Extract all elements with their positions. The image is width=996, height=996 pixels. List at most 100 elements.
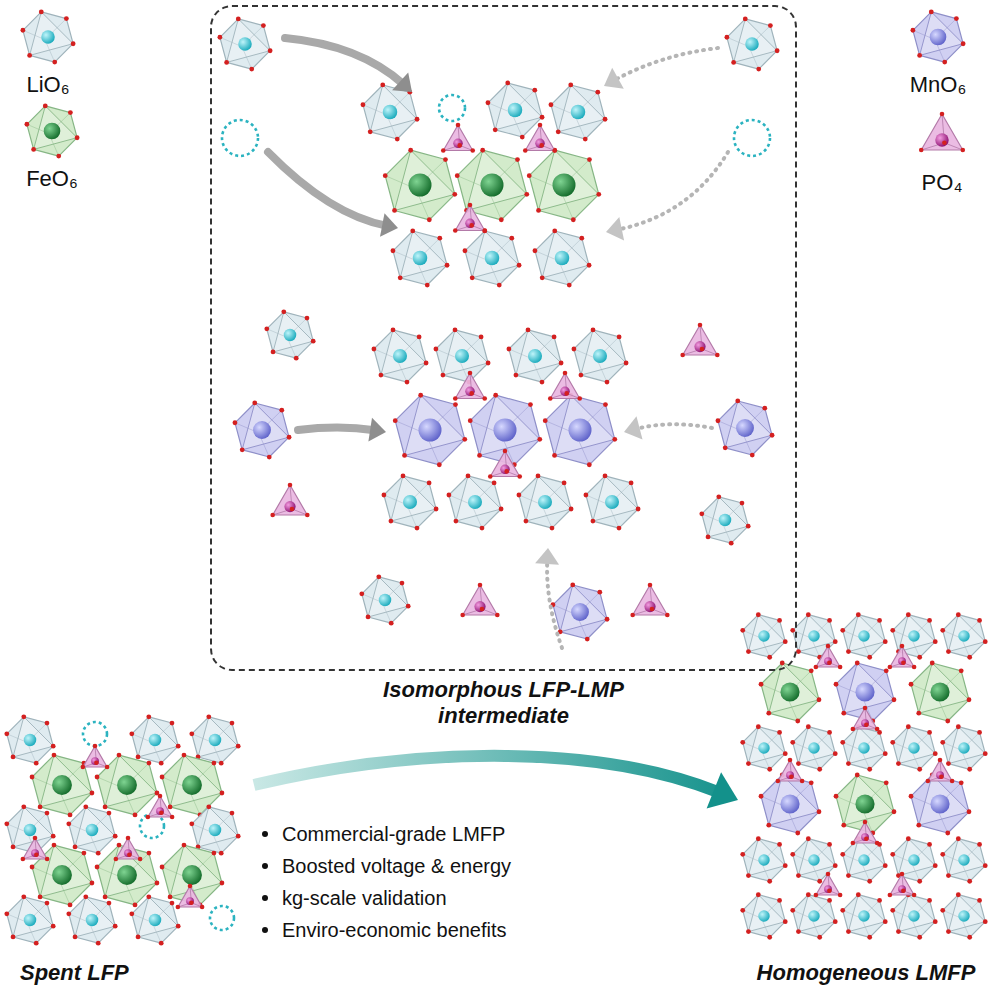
po4-tetrahedron	[81, 744, 110, 770]
oxygen-atom	[492, 481, 497, 486]
oxygen-atom	[400, 581, 405, 586]
octahedron-front	[898, 615, 935, 652]
oxygen-atom	[890, 908, 895, 913]
octahedron-front	[273, 312, 313, 352]
metal-atom	[758, 910, 769, 921]
li-octahedron	[840, 724, 887, 771]
metal-atom	[485, 251, 500, 266]
oxygen-atom	[453, 328, 458, 333]
metal-atom	[858, 742, 869, 753]
oxygen-atom	[933, 751, 938, 756]
metal-atom	[86, 914, 98, 926]
oxygen-atom	[927, 842, 932, 847]
octahedron-front	[920, 12, 964, 56]
oxygen-atom	[783, 919, 788, 924]
tetrahedron-face	[23, 838, 47, 859]
oxygen-atom	[468, 371, 473, 376]
octahedron-face	[374, 330, 426, 382]
oxygen-atom	[945, 719, 950, 724]
oxygen-atom	[34, 761, 39, 766]
oxygen-atom	[45, 901, 50, 906]
oxygen-atom	[838, 893, 843, 898]
oxygen-atom	[182, 753, 187, 758]
octahedron-front	[848, 839, 885, 876]
li-octahedron	[740, 836, 787, 883]
oxygen-atom	[230, 811, 235, 816]
oxygen-atom	[105, 765, 110, 770]
octahedron-front	[391, 476, 436, 521]
oxygen-atom	[456, 123, 461, 128]
tetrahedron-face	[633, 585, 668, 615]
octahedron-front	[734, 19, 778, 63]
mn-octahedron	[716, 399, 775, 458]
li-octahedron	[890, 612, 937, 659]
oxygen-atom	[212, 851, 217, 856]
oxygen-atom	[445, 263, 450, 268]
oxygen-atom	[800, 779, 805, 784]
oxygen-atom	[945, 831, 950, 836]
octahedron-front	[560, 585, 607, 632]
octahedron-front	[898, 839, 935, 876]
structure-label: Homogeneous LMFP	[738, 960, 994, 986]
li-octahedron	[486, 81, 545, 140]
oxygen-atom	[463, 248, 468, 253]
octahedron-front	[948, 615, 985, 652]
oxygen-atom	[579, 373, 584, 378]
oxygen-atom	[595, 90, 600, 95]
oxygen-atom	[605, 617, 610, 622]
oxygen-atom	[95, 865, 100, 870]
oxygen-atom	[762, 406, 767, 411]
octahedron-front	[844, 775, 894, 825]
metal-atom	[455, 349, 469, 363]
dashed-group-box: Isomorphous LFP-LMP intermediate	[210, 5, 797, 730]
oxygen-atom	[146, 894, 151, 899]
octahedron-front	[844, 663, 894, 713]
octahedron-front	[558, 85, 605, 132]
oxygen-atom	[287, 435, 292, 440]
metal-atom	[44, 123, 61, 140]
bullet-dot	[262, 895, 268, 901]
metal-atom	[182, 865, 202, 885]
octahedron-face	[553, 585, 607, 639]
li-vacancy	[83, 722, 107, 746]
oxygen-atom	[133, 903, 138, 908]
octahedron-front	[138, 717, 178, 757]
flow-arrow	[285, 38, 412, 92]
metal-atom	[745, 37, 759, 51]
metal-atom	[149, 914, 161, 926]
oxygen-atom	[424, 361, 429, 366]
arrow-head	[392, 72, 412, 92]
oxygen-atom	[917, 767, 922, 772]
metal-atom	[182, 775, 202, 795]
oxygen-atom	[629, 481, 634, 486]
oxygen-atom	[740, 740, 745, 745]
octahedron-front	[456, 476, 501, 521]
bullet-item: Enviro-economic benefits	[262, 918, 507, 942]
arrow-head	[380, 213, 398, 237]
oxygen-atom	[536, 208, 541, 213]
oxygen-atom	[724, 35, 729, 40]
oxygen-atom	[536, 474, 541, 479]
oxygen-atom	[138, 857, 143, 862]
octahedron-front	[467, 150, 527, 210]
octahedron-face	[761, 663, 819, 721]
oxygen-atom	[796, 873, 801, 878]
oxygen-atom	[906, 724, 911, 729]
oxygen-atom	[39, 9, 44, 14]
po4-tetrahedron	[270, 483, 309, 518]
tetrahedron-face	[463, 585, 498, 615]
po4-tetrahedron	[926, 758, 955, 784]
oxygen-atom	[469, 391, 474, 396]
phosphorus-atom	[91, 757, 99, 765]
oxygen-atom	[770, 433, 775, 438]
oxygen-atom	[136, 755, 141, 760]
oxygen-atom	[809, 668, 814, 673]
octahedron-front	[395, 150, 455, 210]
oxygen-atom	[735, 399, 740, 404]
oxygen-atom	[617, 526, 622, 531]
oxygen-atom	[967, 697, 972, 702]
po4-tetrahedron	[680, 323, 719, 358]
oxygen-atom	[940, 852, 945, 857]
oxygen-atom	[219, 761, 224, 766]
